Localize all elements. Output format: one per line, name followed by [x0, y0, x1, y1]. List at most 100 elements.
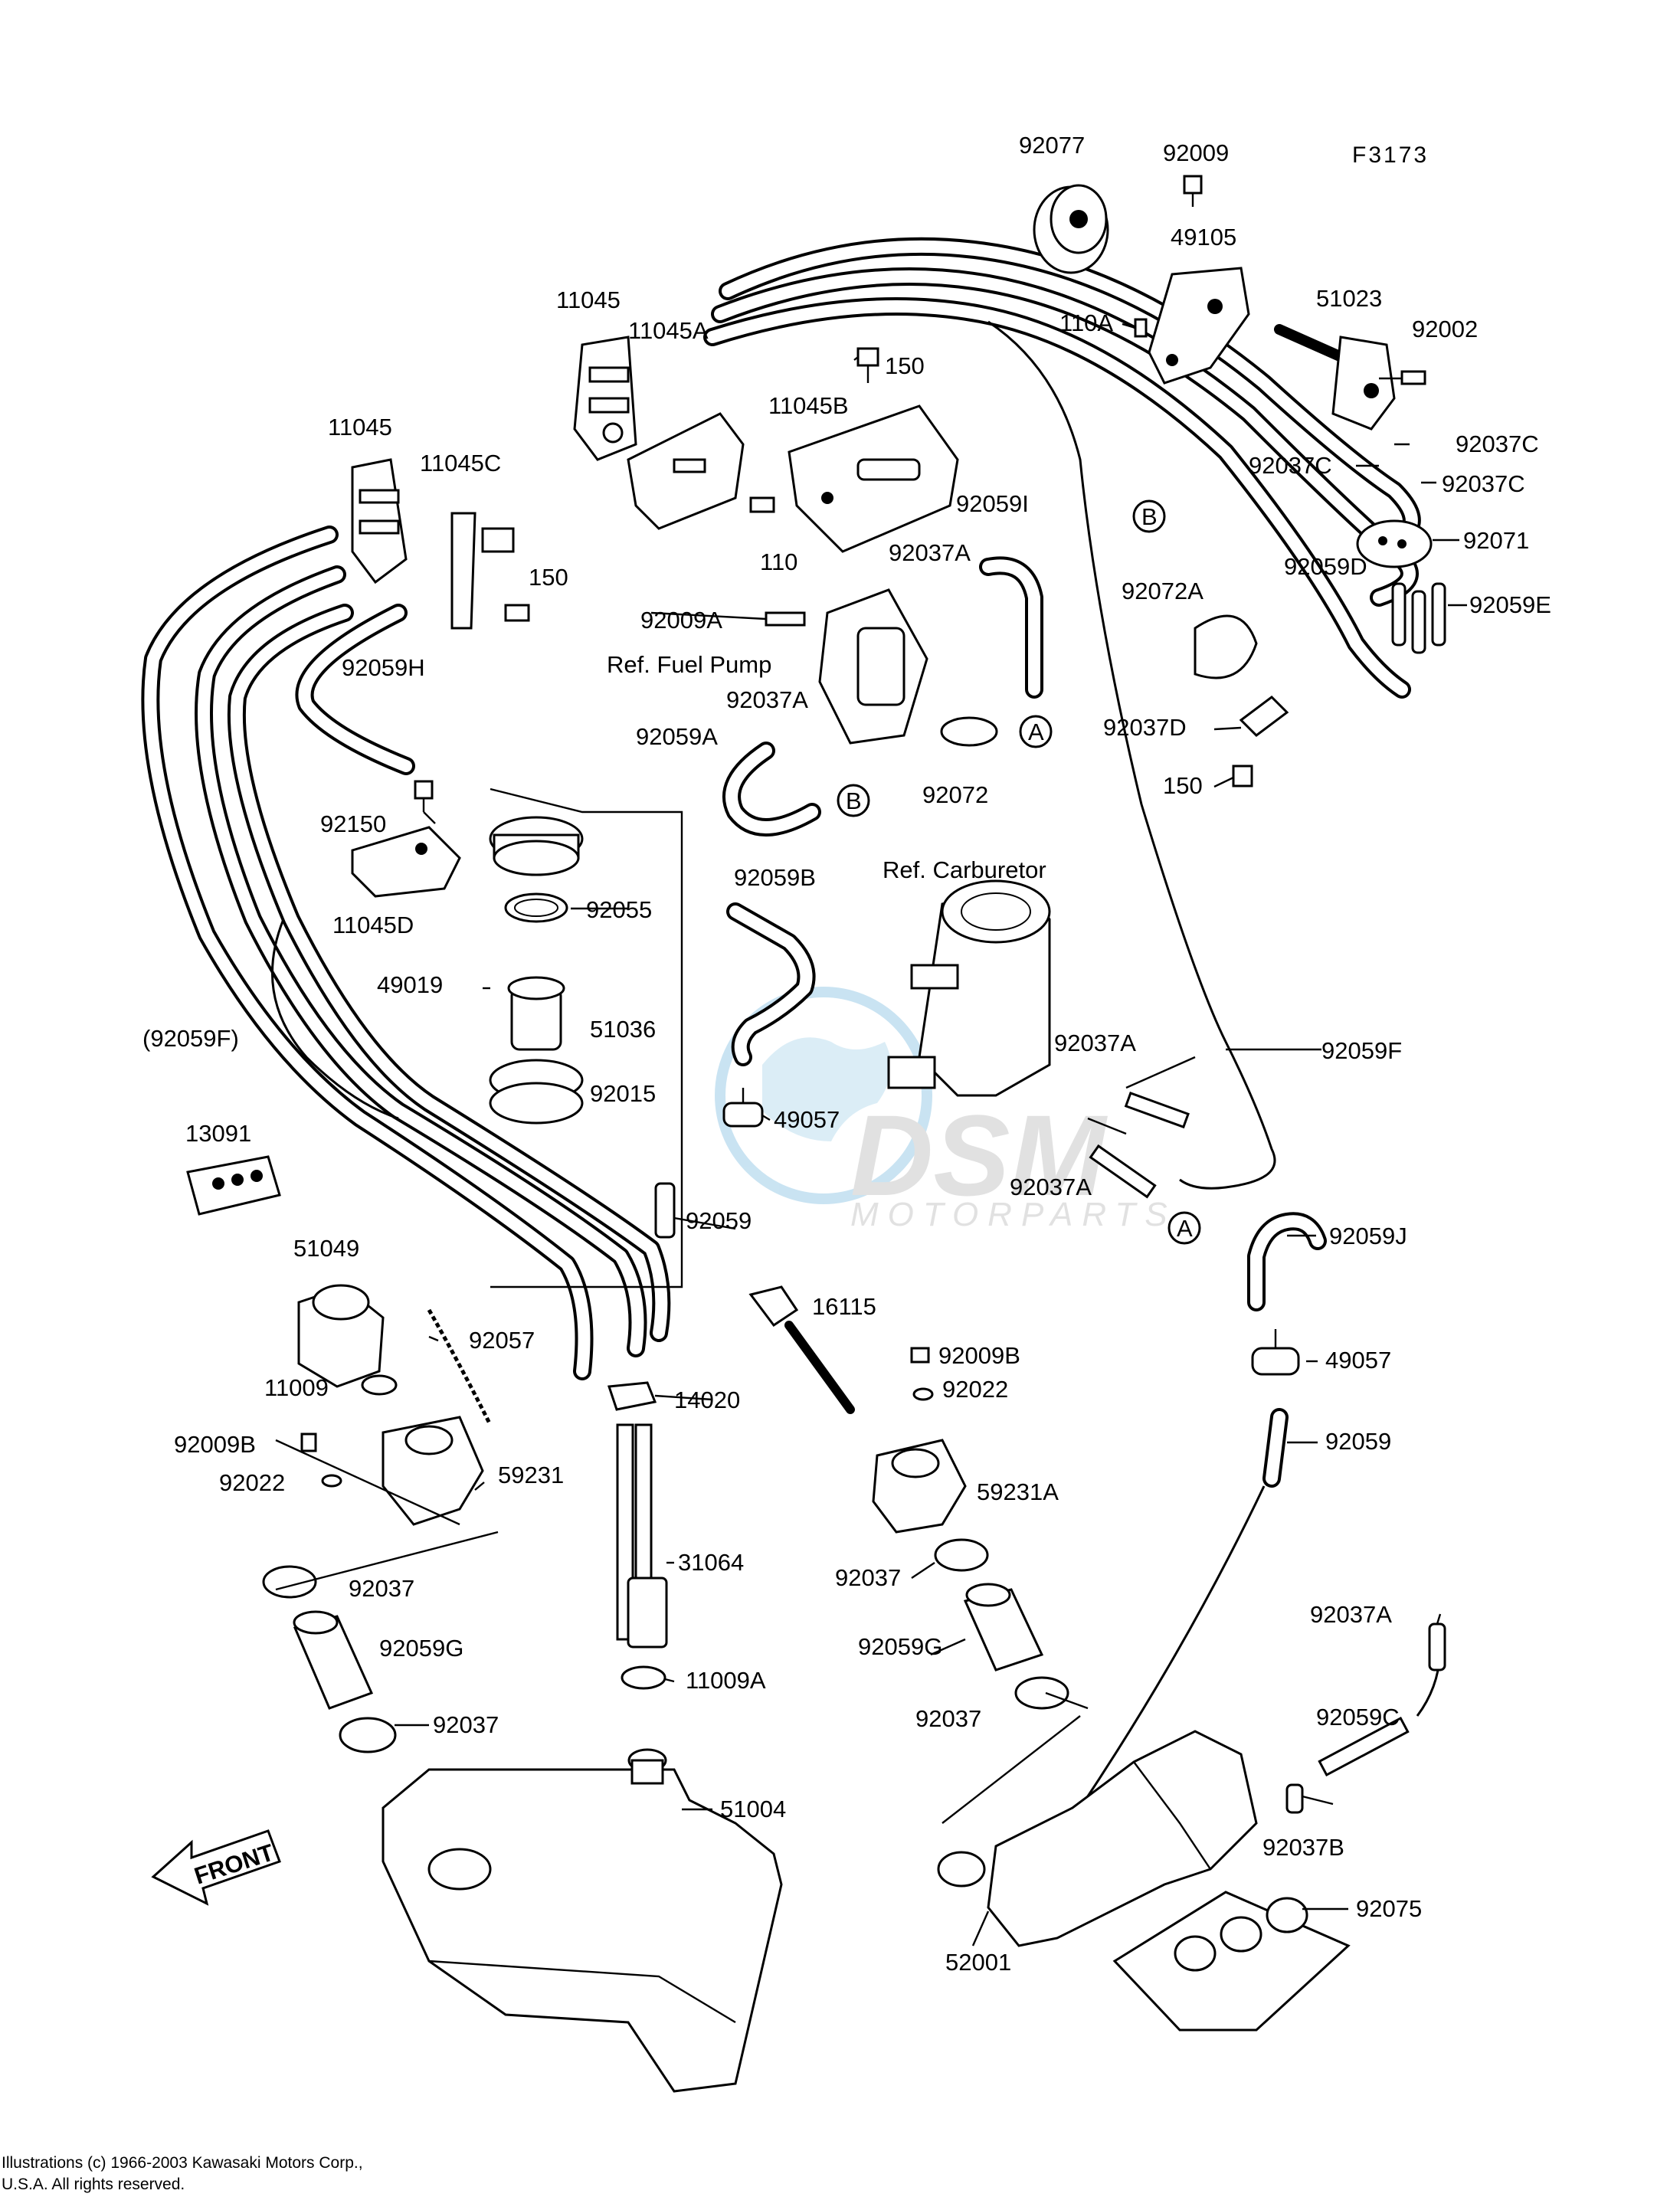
- ref-carburetor: Ref. Carburetor: [883, 856, 1046, 883]
- svg-text:A: A: [1028, 719, 1044, 745]
- label-150-top: 150: [885, 352, 925, 379]
- part-92072A-clamp: [1194, 614, 1258, 679]
- part-11045-clip-top: [573, 336, 637, 461]
- part-92009A-bolt: [765, 611, 806, 627]
- part-labels: 92077 92009 F3173 49105 110A 51023 92002…: [142, 132, 1551, 1976]
- label-92037D: 92037D: [1103, 714, 1187, 741]
- label-92037A-2: 92037A: [726, 686, 808, 713]
- label-92009A: 92009A: [640, 607, 722, 634]
- label-92009B-right: 92009B: [938, 1342, 1020, 1369]
- part-51049-cap: [297, 1284, 385, 1388]
- copyright-line-1: Illustrations (c) 1966-2003 Kawasaki Mot…: [2, 2154, 363, 2172]
- label-92059-right: 92059: [1325, 1428, 1391, 1455]
- part-11045C-strap: [450, 512, 515, 630]
- label-92071: 92071: [1463, 527, 1529, 554]
- part-59231A-fitting: [872, 1439, 967, 1534]
- part-92059C-hose: [1318, 1622, 1446, 1777]
- label-92059J: 92059J: [1329, 1223, 1407, 1249]
- label-150-left: 150: [529, 564, 568, 591]
- watermark-continents-icon: [762, 1037, 891, 1141]
- label-110A: 110A: [1059, 309, 1113, 336]
- part-fuel-pump: [818, 588, 928, 745]
- label-11009: 11009: [264, 1374, 329, 1401]
- part-92075-pad: [1112, 1891, 1351, 2032]
- label-92037-right-2: 92037: [915, 1705, 981, 1732]
- part-16115-sender: [748, 1285, 855, 1414]
- label-51036: 51036: [590, 1016, 656, 1043]
- part-110-bolt: [749, 496, 775, 513]
- label-92037A-1: 92037A: [889, 539, 971, 566]
- label-92022-left: 92022: [219, 1469, 285, 1496]
- part-11045A-bracket: [627, 412, 745, 530]
- label-52001: 52001: [945, 1949, 1011, 1976]
- label-11009A: 11009A: [686, 1667, 766, 1694]
- label-51049: 51049: [293, 1235, 359, 1262]
- label-110: 110: [760, 548, 797, 575]
- part-92059J-hose: [1247, 1212, 1327, 1311]
- copyright-line-2: U.S.A. All rights reserved.: [2, 2176, 185, 2193]
- part-92059-hose-center: [654, 1182, 676, 1239]
- part-92057-strap: [427, 1308, 493, 1426]
- label-92057: 92057: [469, 1327, 535, 1354]
- part-92009-bolt: [1183, 175, 1203, 207]
- label-11045C: 11045C: [420, 450, 501, 476]
- part-31064-pickup: [616, 1423, 668, 1649]
- part-110A-bolt: [1134, 318, 1148, 338]
- label-92059G-left: 92059G: [379, 1635, 463, 1662]
- label-13091: 13091: [185, 1120, 251, 1147]
- label-92002: 92002: [1412, 316, 1478, 342]
- part-14020-nut: [607, 1381, 657, 1411]
- label-92059A: 92059A: [636, 723, 718, 750]
- label-59231A: 59231A: [977, 1478, 1059, 1505]
- watermark: DSM MOTORPARTS: [715, 987, 1167, 1233]
- part-59231-fitting: [382, 1416, 484, 1526]
- part-150-bolt-left: [504, 604, 530, 622]
- part-92059E-hoses: [1391, 582, 1446, 654]
- label-92009: 92009: [1163, 139, 1229, 166]
- label-92150: 92150: [320, 810, 386, 837]
- label-11045D: 11045D: [332, 912, 414, 938]
- label-92037-left-1: 92037: [349, 1575, 414, 1602]
- part-92059H-hose: [295, 604, 415, 775]
- label-49057-right: 49057: [1325, 1347, 1391, 1374]
- label-92037C-1: 92037C: [1456, 431, 1539, 457]
- connector-b-left: B: [837, 784, 870, 817]
- connector-b-right: B: [1132, 499, 1166, 533]
- label-92037A-3: 92037A: [1054, 1030, 1136, 1056]
- part-92059I-hose: [979, 556, 1043, 699]
- label-92037A-5: 92037A: [1310, 1601, 1392, 1628]
- label-92059B: 92059B: [734, 864, 816, 891]
- part-52001-oil-tank: [937, 1730, 1258, 1947]
- label-49105: 49105: [1171, 224, 1236, 250]
- part-11045D-bracket: [351, 826, 461, 898]
- label-92022-right: 92022: [942, 1376, 1008, 1403]
- label-92059-center: 92059: [686, 1207, 752, 1234]
- part-51004-fuel-tank: [382, 1748, 783, 2093]
- label-92059F-paren: (92059F): [142, 1025, 239, 1052]
- label-11045-left: 11045: [328, 414, 392, 440]
- label-92037-left-2: 92037: [433, 1711, 499, 1738]
- copyright-notice: Illustrations (c) 1966-2003 Kawasaki Mot…: [2, 2154, 363, 2193]
- part-92037-clamp-right-2: [1014, 1676, 1069, 1710]
- label-92059F: 92059F: [1321, 1037, 1402, 1064]
- label-92077: 92077: [1019, 132, 1085, 159]
- part-92059-hose-right: [1079, 1408, 1289, 1809]
- label-92059G-right: 92059G: [858, 1633, 942, 1660]
- label-92037B: 92037B: [1262, 1834, 1344, 1861]
- part-92059A-hose: [722, 742, 821, 837]
- part-92059G-hose-left: [293, 1610, 374, 1710]
- part-49019-filter-group: [489, 787, 683, 1288]
- long-hose-bundle-left: [141, 526, 671, 1380]
- part-150-bolt-top: [856, 347, 879, 383]
- part-92037-clamp-right-1: [934, 1538, 989, 1572]
- part-92009B-bolt-left: [300, 1432, 317, 1452]
- part-13091-clip: [186, 1155, 281, 1216]
- label-150-right: 150: [1163, 772, 1203, 799]
- label-92072A: 92072A: [1122, 578, 1204, 604]
- label-16115: 16115: [812, 1293, 876, 1320]
- label-92075: 92075: [1356, 1895, 1422, 1922]
- label-11045-top: 11045: [556, 286, 621, 313]
- ref-fuel-pump: Ref. Fuel Pump: [607, 651, 771, 678]
- part-51023-valve: [1274, 324, 1396, 431]
- part-carburetor: [887, 879, 1051, 1097]
